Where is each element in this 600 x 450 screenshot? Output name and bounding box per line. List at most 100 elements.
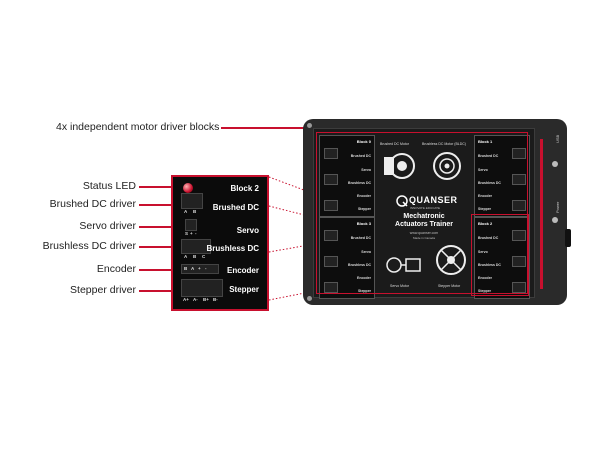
device-block-2-title: Block 2 (478, 221, 493, 226)
callout-blocks-line (221, 127, 309, 129)
connector (324, 174, 338, 185)
stepper-motor-icon (436, 245, 466, 275)
zoom-block-title: Block 2 (230, 184, 259, 193)
callout-servo-label: Servo driver (79, 220, 136, 232)
callout-brushless-label: Brushless DC driver (42, 240, 136, 252)
device-block-0-row: Brushed DC (350, 154, 371, 158)
servo-pin-plus: + (190, 231, 193, 236)
side-switch (565, 229, 571, 247)
block-2-highlight (471, 214, 529, 296)
device-block-0-row: Brushless DC (348, 181, 371, 185)
product-name-line1: Mechatronic (403, 213, 445, 220)
actuators-trainer-device: Block 0 Brushed DC Servo Brushless DC En… (303, 119, 571, 305)
device-block-0: Block 0 Brushed DC Servo Brushless DC En… (319, 135, 375, 217)
brushless-motor-icon (433, 152, 461, 180)
servo-motor-icon (386, 257, 421, 273)
status-led (183, 183, 193, 193)
stepper-connector (181, 279, 223, 297)
brushless-motor-label: Brushless DC Motor (BLDC) (422, 142, 466, 146)
zoom-row-encoder: Encoder (226, 266, 259, 275)
connector (512, 200, 526, 211)
device-block-2-row: Encoder (478, 276, 493, 280)
device-block-2-row: Brushless DC (478, 263, 501, 267)
device-block-3-row: Stepper (357, 289, 371, 293)
device-block-3-row: Brushless DC (348, 263, 371, 267)
brushed-motor-icon (384, 153, 415, 179)
device-block-0-row: Stepper (357, 207, 371, 211)
device-block-1-row: Brushless DC (478, 181, 501, 185)
device-block-2-row: Servo (478, 250, 488, 254)
callout-status-led-line (139, 186, 182, 188)
usb-port-icon (552, 161, 558, 167)
encoder-pin-plus: + (198, 266, 201, 271)
stepper-pin-a-minus: A- (193, 297, 198, 302)
stepper-pin-b-plus: B+ (203, 297, 209, 302)
callout-brushless-line (139, 246, 185, 248)
connector (324, 230, 338, 241)
block-2-zoom-panel: Block 2 A B Brushed DC S + - Servo A B C… (171, 175, 269, 311)
device-block-0-row: Servo (361, 168, 371, 172)
power-indicator-bar (540, 139, 543, 289)
zoom-row-servo: Servo (236, 226, 259, 235)
device-block-1: Block 1 Brushed DC Servo Brushless DC En… (474, 135, 530, 217)
power-button-icon (552, 217, 558, 223)
device-faceplate: Block 0 Brushed DC Servo Brushless DC En… (313, 128, 535, 299)
servo-motor-label: Servo Motor (390, 284, 410, 288)
device-block-1-row: Brushed DC (478, 154, 499, 158)
corner-screw (307, 296, 312, 301)
servo-pin-minus: - (195, 231, 197, 236)
callout-blocks-label: 4x independent motor driver blocks (56, 121, 220, 133)
brushed-pin-a: A (184, 209, 188, 214)
encoder-pin-a: A (191, 266, 195, 271)
connector (324, 148, 338, 159)
device-block-2-row: Brushed DC (478, 236, 499, 240)
brushless-connector (181, 239, 211, 254)
brushed-motor-label: Brushed DC Motor (380, 142, 409, 146)
callout-encoder-line (139, 269, 185, 271)
website-text: www.quanser.com (409, 231, 439, 235)
connector (324, 282, 338, 293)
device-block-3-row: Brushed DC (350, 236, 371, 240)
brushless-pin-c: C (202, 254, 206, 259)
made-in-text: Made in Canada (412, 236, 435, 240)
device-block-3-row: Servo (361, 250, 371, 254)
brushless-pin-a: A (184, 254, 188, 259)
blocks-highlight-frame (316, 132, 528, 294)
product-name-line2: Actuators Trainer (395, 221, 453, 228)
brand-name: QUANSER (409, 195, 458, 205)
callout-status-led-label: Status LED (82, 180, 136, 192)
stepper-pin-a-plus: A+ (183, 297, 189, 302)
callout-brushed-line (139, 204, 185, 206)
encoder-pin-b: B (184, 266, 188, 271)
device-block-1-title: Block 1 (478, 139, 493, 144)
device-block-1-row: Stepper (478, 207, 492, 211)
device-block-3: Block 3 Brushed DC Servo Brushless DC En… (319, 217, 375, 299)
connector (512, 230, 526, 241)
encoder-connector (181, 264, 219, 274)
zoom-row-brushless-dc: Brushless DC (206, 244, 259, 253)
device-block-3-row: Encoder (356, 276, 371, 280)
zoom-row-stepper: Stepper (229, 285, 259, 294)
device-block-3-title: Block 3 (356, 221, 371, 226)
power-label: Power (555, 201, 560, 213)
connector (512, 256, 526, 267)
connector (512, 282, 526, 293)
servo-pin-s: S (185, 231, 189, 236)
device-block-0-row: Encoder (356, 194, 371, 198)
zoom-row-brushed-dc: Brushed DC (212, 203, 259, 212)
stepper-motor-label: Stepper Motor (438, 284, 461, 288)
callout-encoder-label: Encoder (96, 263, 136, 275)
brand-tagline: INNOVATE·EDUCATE (410, 206, 441, 210)
connector (512, 148, 526, 159)
brushed-pin-b: B (193, 209, 197, 214)
connector (324, 200, 338, 211)
brushless-pin-b: B (193, 254, 197, 259)
device-block-2: Block 2 Brushed DC Servo Brushless DC En… (474, 217, 530, 299)
device-block-1-row: Encoder (478, 194, 493, 198)
usb-label: USB (555, 134, 560, 143)
connector (512, 174, 526, 185)
connector (324, 256, 338, 267)
device-block-2-row: Stepper (478, 289, 492, 293)
callout-stepper-label: Stepper driver (70, 284, 136, 296)
encoder-pin-minus: - (205, 266, 207, 271)
